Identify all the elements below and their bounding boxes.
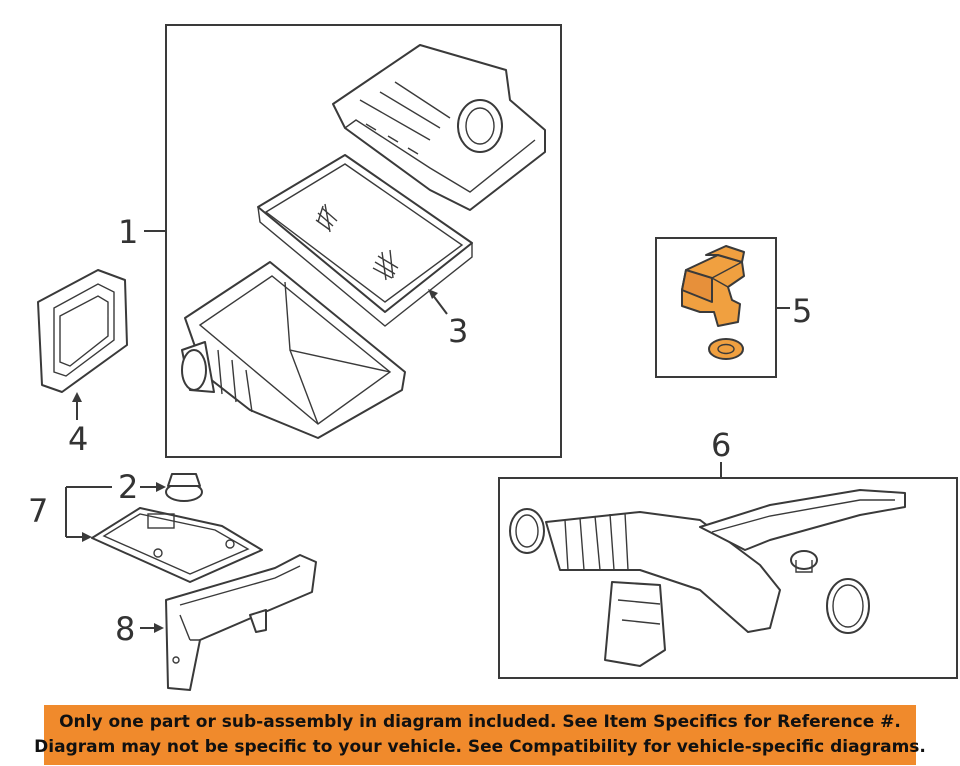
outlet-duct-assembly	[509, 489, 906, 667]
outlet-duct-group-box	[498, 477, 958, 679]
callout-3: 3	[448, 312, 468, 350]
callout-1: 1	[118, 213, 138, 251]
air-cleaner-lower-housing	[181, 261, 406, 439]
callout-7: 7	[28, 492, 48, 530]
callout-2-arrowhead	[156, 482, 166, 492]
mounting-bracket	[165, 554, 317, 691]
assembly-1-box	[165, 24, 562, 458]
disclaimer-line-1: Only one part or sub-assembly in diagram…	[59, 712, 901, 732]
callout-8-arrowhead	[154, 623, 164, 633]
callout-8: 8	[115, 610, 135, 648]
callout-7-bracket	[65, 486, 112, 538]
callout-5: 5	[792, 292, 812, 330]
air-cleaner-tray	[91, 507, 263, 583]
callout-4: 4	[68, 420, 88, 458]
callout-2: 2	[118, 468, 138, 506]
callout-6: 6	[711, 426, 731, 464]
grommet	[165, 473, 203, 502]
air-cleaner-cover	[332, 44, 546, 211]
duct-seal	[37, 269, 128, 393]
disclaimer-line-2: Diagram may not be specific to your vehi…	[34, 737, 926, 757]
callout-3-arrowhead	[428, 289, 438, 299]
disclaimer-banner: Only one part or sub-assembly in diagram…	[34, 705, 926, 765]
callout-3-leader	[431, 293, 448, 315]
air-filter-element	[257, 154, 473, 327]
callout-4-arrowhead	[72, 392, 82, 402]
callout-7-arrowhead	[82, 532, 92, 542]
mass-airflow-sensor	[681, 245, 745, 360]
